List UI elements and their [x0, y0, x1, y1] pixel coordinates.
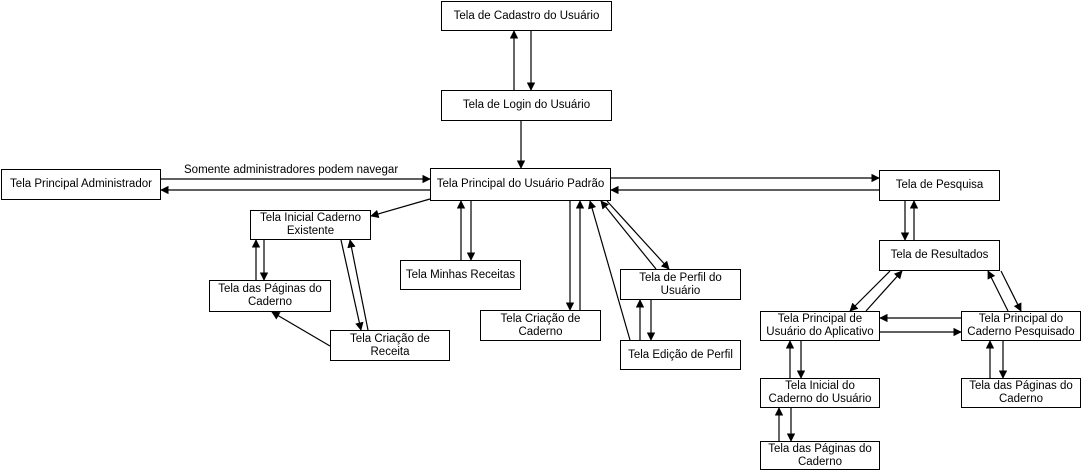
edge-caderno-existente-to-criacao-receita — [340, 239, 364, 331]
node-edicao-perfil[interactable]: Tela Edição de Perfil — [620, 340, 741, 370]
node-login-usuario[interactable]: Tela de Login do Usuário — [441, 90, 612, 121]
node-principal-usuario-padrao[interactable]: Tela Principal do Usuário Padrão — [430, 168, 611, 201]
node-cadastro-usuario[interactable]: Tela de Cadastro do Usuário — [441, 1, 612, 31]
node-caderno-existente[interactable]: Tela Inicial Caderno Existente — [250, 210, 371, 240]
node-pesquisa[interactable]: Tela de Pesquisa — [879, 170, 1000, 201]
node-resultados[interactable]: Tela de Resultados — [879, 240, 1000, 271]
edge-resultados-to-usuario-app — [849, 270, 891, 312]
edge-perfil-to-principal — [600, 200, 657, 270]
node-paginas-caderno-2[interactable]: Tela das Páginas do Caderno — [760, 441, 880, 470]
node-perfil-usuario[interactable]: Tela de Perfil do Usuário — [620, 269, 741, 300]
edge-edicao-to-principal — [588, 200, 631, 341]
edge-usuario-app-to-resultados — [865, 270, 903, 312]
edge-criacao-receita-to-paginas1 — [271, 311, 331, 347]
node-caderno-pesquisado[interactable]: Tela Principal do Caderno Pesquisado — [961, 311, 1081, 341]
edge-principal-to-caderno-existente — [370, 198, 431, 218]
node-criacao-receita[interactable]: Tela Criação de Receita — [330, 330, 450, 361]
node-principal-administrador[interactable]: Tela Principal Administrador — [1, 169, 161, 200]
edge-resultados-to-caderno-pesquisado — [1000, 270, 1022, 312]
node-minhas-receitas[interactable]: Tela Minhas Receitas — [400, 260, 521, 290]
node-paginas-caderno-1[interactable]: Tela das Páginas do Caderno — [209, 280, 331, 312]
edge-label-admin-only: Somente administradores podem navegar — [184, 164, 399, 176]
node-paginas-caderno-3[interactable]: Tela das Páginas do Caderno — [961, 378, 1081, 408]
node-inicial-caderno-usuario[interactable]: Tela Inicial do Caderno do Usuário — [760, 378, 880, 408]
edge-principal-to-perfil — [606, 200, 670, 270]
node-criacao-caderno[interactable]: Tela Criação de Caderno — [480, 310, 601, 341]
edge-criacao-receita-to-caderno-existente — [347, 239, 369, 331]
node-principal-usuario-app[interactable]: Tela Principal de Usuário do Aplicativo — [760, 311, 880, 341]
edge-caderno-pesquisado-to-resultados — [987, 270, 1009, 312]
